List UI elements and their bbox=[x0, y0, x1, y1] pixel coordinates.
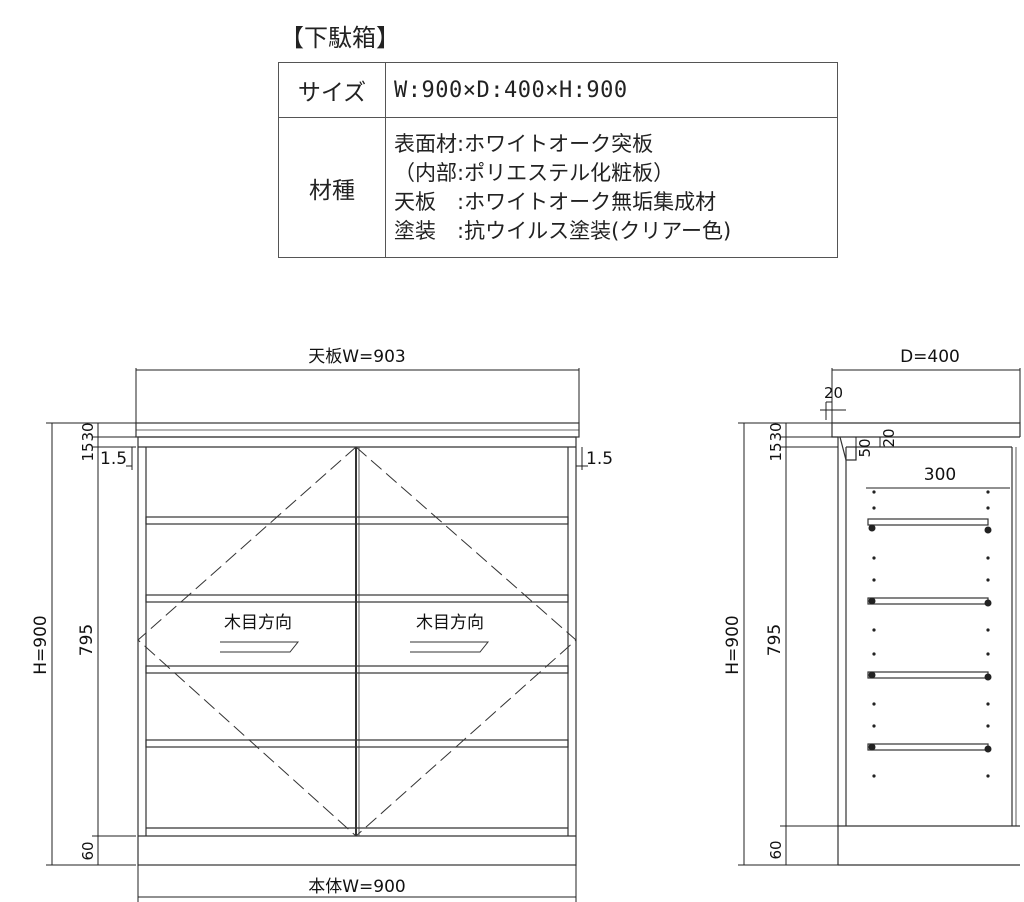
spec-table: サイズ W:900×D:400×H:900 材種 表面材:ホワイトオーク突板 （… bbox=[278, 62, 838, 258]
grain-arrow-left bbox=[220, 641, 300, 653]
front-top-width-label: 天板W=903 bbox=[308, 347, 406, 367]
front-body bbox=[137, 436, 577, 866]
front-height-label: H=900 bbox=[31, 615, 51, 674]
size-label: サイズ bbox=[278, 62, 386, 118]
side-height-label: H=900 bbox=[723, 615, 743, 674]
front-offset-left-label: 1.5 bbox=[100, 449, 127, 469]
page-title: 【下駄箱】 bbox=[280, 24, 400, 52]
side-dim-60-label: 60 bbox=[767, 840, 785, 859]
grain-direction-right-label: 木目方向 bbox=[416, 613, 484, 633]
side-shelf bbox=[867, 671, 989, 679]
side-view bbox=[831, 422, 1021, 866]
grain-direction-left-label: 木目方向 bbox=[224, 613, 292, 633]
front-offset-right-label: 1.5 bbox=[586, 449, 613, 469]
material-line: 塗装 :抗ウイルス塗装(クリアー色) bbox=[394, 218, 732, 243]
side-dimensions bbox=[738, 368, 1021, 866]
side-dim-15-label: 15 bbox=[767, 442, 785, 461]
side-shelf bbox=[867, 597, 989, 605]
side-dim-50-label: 50 bbox=[856, 438, 874, 457]
front-dim-15-label: 15 bbox=[79, 442, 97, 461]
shelf-depth-label: 300 bbox=[924, 465, 956, 485]
side-depth-label: D=400 bbox=[900, 347, 960, 367]
side-body-height-label: 795 bbox=[765, 624, 785, 656]
shelf-pin-holes bbox=[868, 490, 992, 778]
material-label: 材種 bbox=[278, 117, 386, 258]
grain-arrow-right bbox=[410, 641, 490, 653]
material-line: （内部:ポリエステル化粧板） bbox=[394, 160, 675, 185]
side-dim-20-top-label: 20 bbox=[824, 384, 843, 402]
front-dim-60-label: 60 bbox=[79, 841, 97, 860]
front-dim-30-label: 30 bbox=[79, 422, 97, 441]
side-shelf bbox=[867, 743, 989, 751]
door-swing-right bbox=[355, 446, 577, 837]
material-cell: 表面材:ホワイトオーク突板 （内部:ポリエステル化粧板） 天板 :ホワイトオーク… bbox=[385, 117, 838, 258]
front-body-height-label: 795 bbox=[77, 624, 97, 656]
material-line: 表面材:ホワイトオーク突板 bbox=[394, 131, 654, 156]
front-view bbox=[135, 422, 580, 866]
door-swing-left bbox=[137, 446, 357, 837]
side-dim-30-label: 30 bbox=[767, 422, 785, 441]
side-shelf bbox=[867, 518, 989, 526]
material-line: 天板 :ホワイトオーク無垢集成材 bbox=[394, 189, 717, 214]
front-dimensions bbox=[46, 368, 588, 902]
side-dim-20-label: 20 bbox=[880, 428, 898, 447]
front-body-width-label: 本体W=900 bbox=[308, 877, 406, 897]
